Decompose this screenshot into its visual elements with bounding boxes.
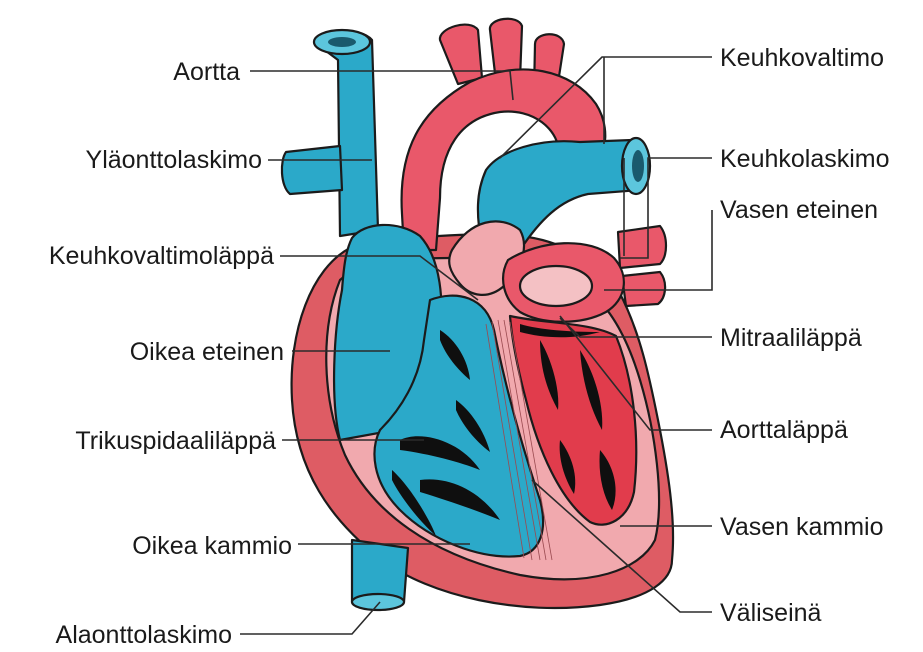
label-oikea-eteinen: Oikea eteinen [130,338,284,366]
label-ylaonttolaskimo: Yläonttolaskimo [86,146,262,174]
label-oikea-kammio: Oikea kammio [132,532,292,560]
heart-illustration [282,19,673,610]
pulmonary-veins [618,226,666,306]
label-valiseina: Väliseinä [720,599,822,627]
label-keuhkolaskimo: Keuhkolaskimo [720,145,890,173]
label-aorttalappa: Aorttaläppä [720,416,848,444]
label-trikuspidaalilappa: Trikuspidaaliläppä [75,427,276,455]
label-mitraalilappa: Mitraaliläppä [720,324,862,352]
label-vasen-eteinen: Vasen eteinen [720,196,878,224]
label-keuhkovaltimolappa: Keuhkovaltimoläppä [49,242,274,270]
label-alaonttolaskimo: Alaonttolaskimo [56,621,232,649]
label-vasen-kammio: Vasen kammio [720,513,884,541]
aortic-valve-cusp [520,266,592,306]
inferior-vena-cava-opening [352,594,404,610]
label-keuhkovaltimo: Keuhkovaltimo [720,44,884,72]
superior-vena-cava [282,30,378,236]
label-aortta: Aortta [173,58,240,86]
